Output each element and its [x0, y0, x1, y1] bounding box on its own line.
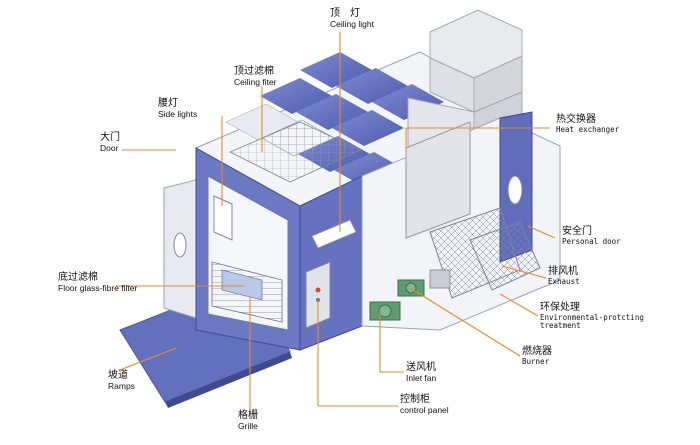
label-ceiling-light-en: Ceiling light	[330, 18, 374, 29]
label-env-treatment-zh: 环保处理	[540, 302, 580, 313]
label-ceiling-filter: 顶过滤棉 Ceiling fiter	[234, 66, 277, 87]
label-personal-door: 安全门 Personal door	[562, 226, 621, 246]
label-control-panel-en: control panel	[400, 404, 449, 415]
label-ramps-zh: 坡道	[108, 370, 128, 381]
label-side-lights-zh: 腰灯	[158, 98, 178, 109]
label-exhaust-en: Exhaust	[548, 276, 580, 286]
burner-box	[429, 269, 451, 289]
label-grille-en: Grille	[238, 420, 258, 431]
leader-lines	[116, 32, 556, 410]
label-heat-exchanger-en: Heat exchanger	[556, 124, 620, 134]
label-inlet-fan-zh: 送风机	[406, 362, 436, 373]
env-treatment-filter	[469, 221, 541, 291]
ceiling-filter-mesh	[229, 121, 361, 183]
label-floor-filter-en: Floor glass-fibre filter	[58, 282, 138, 293]
label-heat-exchanger: 热交换器 Heat exchanger	[556, 114, 619, 134]
label-exhaust: 排风机 Exhaust	[548, 266, 580, 286]
ramp-edge	[165, 352, 292, 408]
label-ramps-en: Ramps	[108, 380, 135, 391]
label-ramps: 坡道 Ramps	[108, 370, 135, 391]
label-side-lights: 腰灯 Side lights	[158, 98, 197, 119]
control-panel-box	[305, 261, 331, 329]
personal-door-window	[507, 175, 523, 205]
label-env-treatment: 环保处理 Environmental-protcting treatment	[540, 302, 644, 331]
heat-exchanger	[405, 121, 471, 239]
label-control-panel-zh: 控制柜	[400, 394, 430, 405]
label-door-zh: 大门	[100, 132, 120, 143]
label-heat-exchanger-zh: 热交换器	[556, 114, 596, 125]
label-personal-door-zh: 安全门	[562, 226, 592, 237]
label-ceiling-light-zh: 顶 灯	[330, 8, 360, 19]
label-env-treatment-en2: treatment	[540, 321, 581, 331]
label-ceiling-filter-zh: 顶过滤棉	[234, 66, 274, 77]
label-door-en: Door	[100, 142, 119, 153]
ceiling-light-strip	[311, 219, 357, 249]
label-ceiling-filter-en: Ceiling fiter	[234, 76, 277, 87]
label-burner-en: Burner	[522, 356, 550, 366]
label-door: 大门 Door	[100, 132, 120, 153]
label-grille-zh: 格栅	[238, 410, 258, 421]
label-env-treatment-en1: Environmental-protcting	[540, 312, 644, 322]
label-inlet-fan: 送风机 Inlet fan	[406, 362, 436, 383]
label-personal-door-en: Personal door	[562, 236, 621, 246]
label-burner: 燃烧器 Burner	[522, 346, 552, 366]
label-side-lights-en: Side lights	[158, 108, 198, 119]
label-floor-filter-zh: 底过滤棉	[58, 272, 98, 283]
label-floor-filter: 底过滤棉 Floor glass-fibre filter	[58, 272, 137, 293]
label-control-panel: 控制柜 control panel	[400, 394, 449, 415]
inlet-fan-motor	[369, 301, 401, 321]
label-ceiling-light: 顶 灯 Ceiling light	[330, 8, 374, 29]
label-burner-zh: 燃烧器	[522, 346, 552, 357]
floor-filter	[221, 269, 263, 301]
label-grille: 格栅 Grille	[238, 410, 258, 431]
label-exhaust-zh: 排风机	[548, 266, 578, 277]
label-inlet-fan-en: Inlet fan	[406, 372, 437, 383]
